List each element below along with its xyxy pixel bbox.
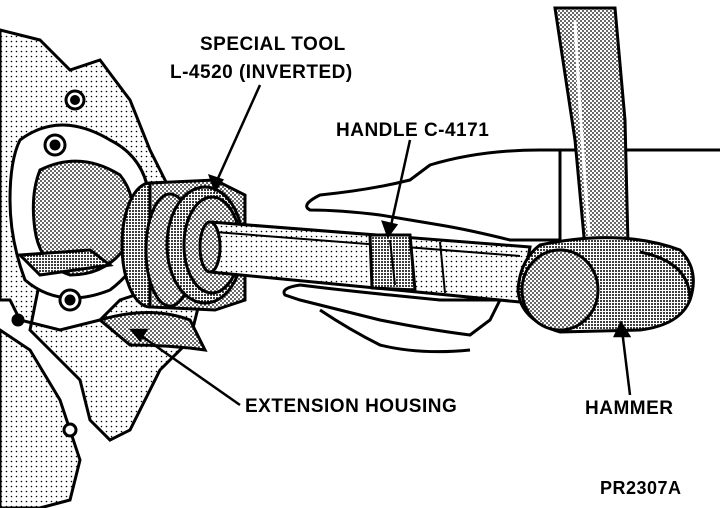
label-handle: HANDLE C-4171 xyxy=(336,120,489,141)
handle-shaft xyxy=(198,220,532,304)
label-extension-housing: EXTENSION HOUSING xyxy=(245,396,457,417)
transmission-case xyxy=(0,28,208,508)
label-special-tool-line2: L-4520 (INVERTED) xyxy=(170,62,353,83)
figure-code: PR2307A xyxy=(600,478,682,498)
leader-extension-housing xyxy=(139,333,241,407)
hand xyxy=(282,148,720,354)
leader-handle xyxy=(388,139,412,231)
label-hammer: HAMMER xyxy=(585,398,674,419)
leader-lines xyxy=(129,84,632,407)
hammer xyxy=(516,6,695,334)
label-special-tool-line1: SPECIAL TOOL xyxy=(200,34,346,55)
leader-special-tool xyxy=(213,84,262,186)
leader-hammer xyxy=(620,329,632,396)
